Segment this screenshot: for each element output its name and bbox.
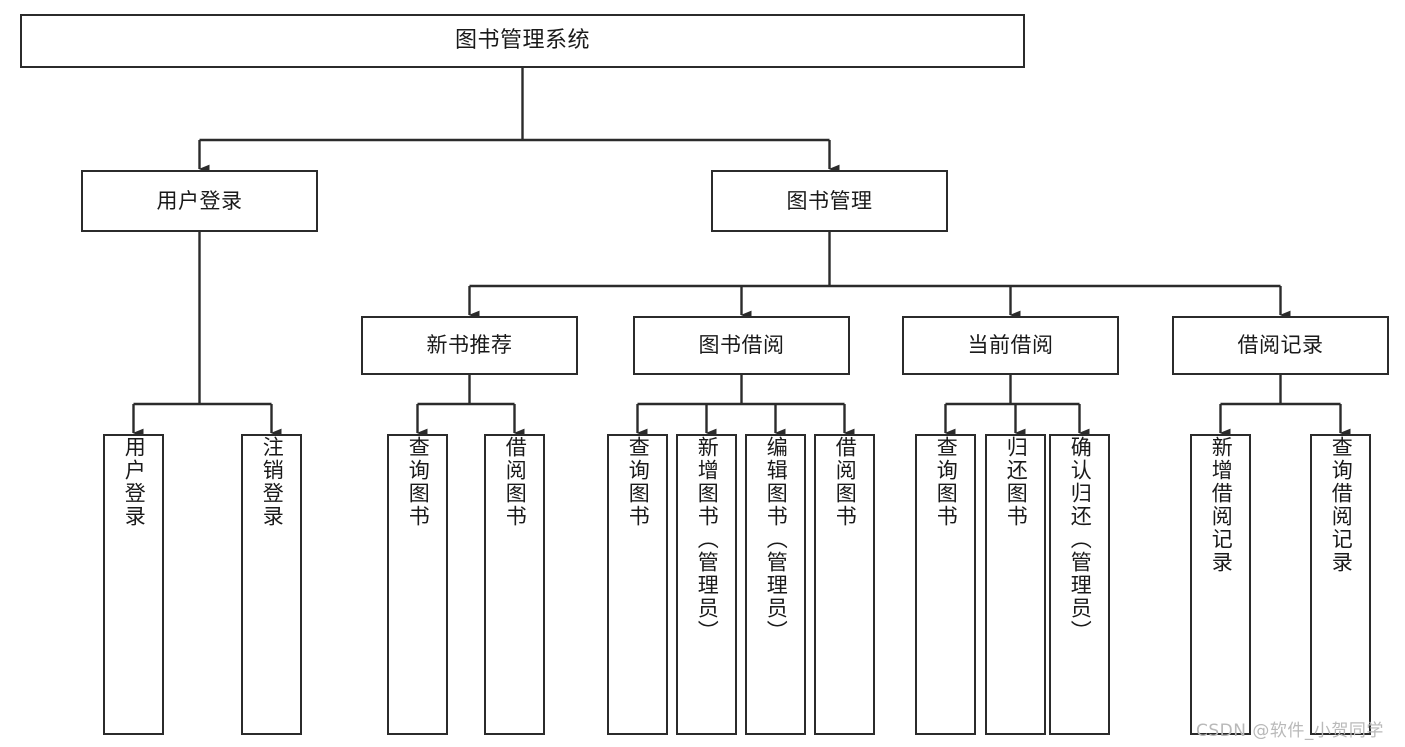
node-label: 用户登录	[156, 188, 243, 213]
node-label: 查询图书	[406, 436, 431, 528]
leaf-user-login[interactable]: 用户登录	[103, 434, 164, 735]
leaf-add-borrow-record[interactable]: 新增借阅记录	[1190, 434, 1251, 735]
leaf-confirm-return-admin[interactable]: 确认归还（管理员）	[1049, 434, 1110, 735]
connector-lines	[132, 68, 1351, 438]
node-label: 注销登录	[260, 436, 285, 528]
node-root-system[interactable]: 图书管理系统	[20, 14, 1025, 68]
leaf-edit-book-admin[interactable]: 编辑图书（管理员）	[745, 434, 806, 735]
node-user-login[interactable]: 用户登录	[81, 170, 318, 232]
node-label: 图书管理	[786, 188, 873, 213]
node-label: 编辑图书（管理员）	[764, 436, 789, 643]
node-book-borrow[interactable]: 图书借阅	[633, 316, 850, 375]
csdn-watermark: CSDN @软件_小贺同学	[1196, 721, 1384, 741]
node-new-book-recommend[interactable]: 新书推荐	[361, 316, 578, 375]
node-label: 用户登录	[122, 436, 147, 528]
node-label: 图书借阅	[698, 333, 785, 358]
leaf-borrow-book[interactable]: 借阅图书	[814, 434, 875, 735]
node-borrow-record[interactable]: 借阅记录	[1172, 316, 1389, 375]
leaf-logout[interactable]: 注销登录	[241, 434, 302, 735]
node-label: 新增图书（管理员）	[695, 436, 720, 643]
leaf-add-book-admin[interactable]: 新增图书（管理员）	[676, 434, 737, 735]
node-label: 新书推荐	[426, 333, 513, 358]
leaf-borrow-book-recommend[interactable]: 借阅图书	[484, 434, 545, 735]
node-label: 借阅记录	[1237, 333, 1324, 358]
node-label: 确认归还（管理员）	[1068, 436, 1093, 643]
leaf-query-borrow-record[interactable]: 查询借阅记录	[1310, 434, 1371, 735]
node-label: 查询借阅记录	[1329, 436, 1354, 574]
leaf-query-book-current[interactable]: 查询图书	[915, 434, 976, 735]
node-label: 借阅图书	[503, 436, 528, 528]
node-label: 查询图书	[934, 436, 959, 528]
node-book-manage[interactable]: 图书管理	[711, 170, 948, 232]
node-label: 当前借阅	[967, 333, 1054, 358]
node-label: 图书管理系统	[454, 28, 590, 54]
node-current-borrow[interactable]: 当前借阅	[902, 316, 1119, 375]
node-label: 查询图书	[626, 436, 651, 528]
node-label: 归还图书	[1004, 436, 1029, 528]
node-label: 借阅图书	[833, 436, 858, 528]
leaf-return-book[interactable]: 归还图书	[985, 434, 1046, 735]
leaf-query-book-recommend[interactable]: 查询图书	[387, 434, 448, 735]
leaf-query-book-borrow[interactable]: 查询图书	[607, 434, 668, 735]
node-label: 新增借阅记录	[1209, 436, 1234, 574]
